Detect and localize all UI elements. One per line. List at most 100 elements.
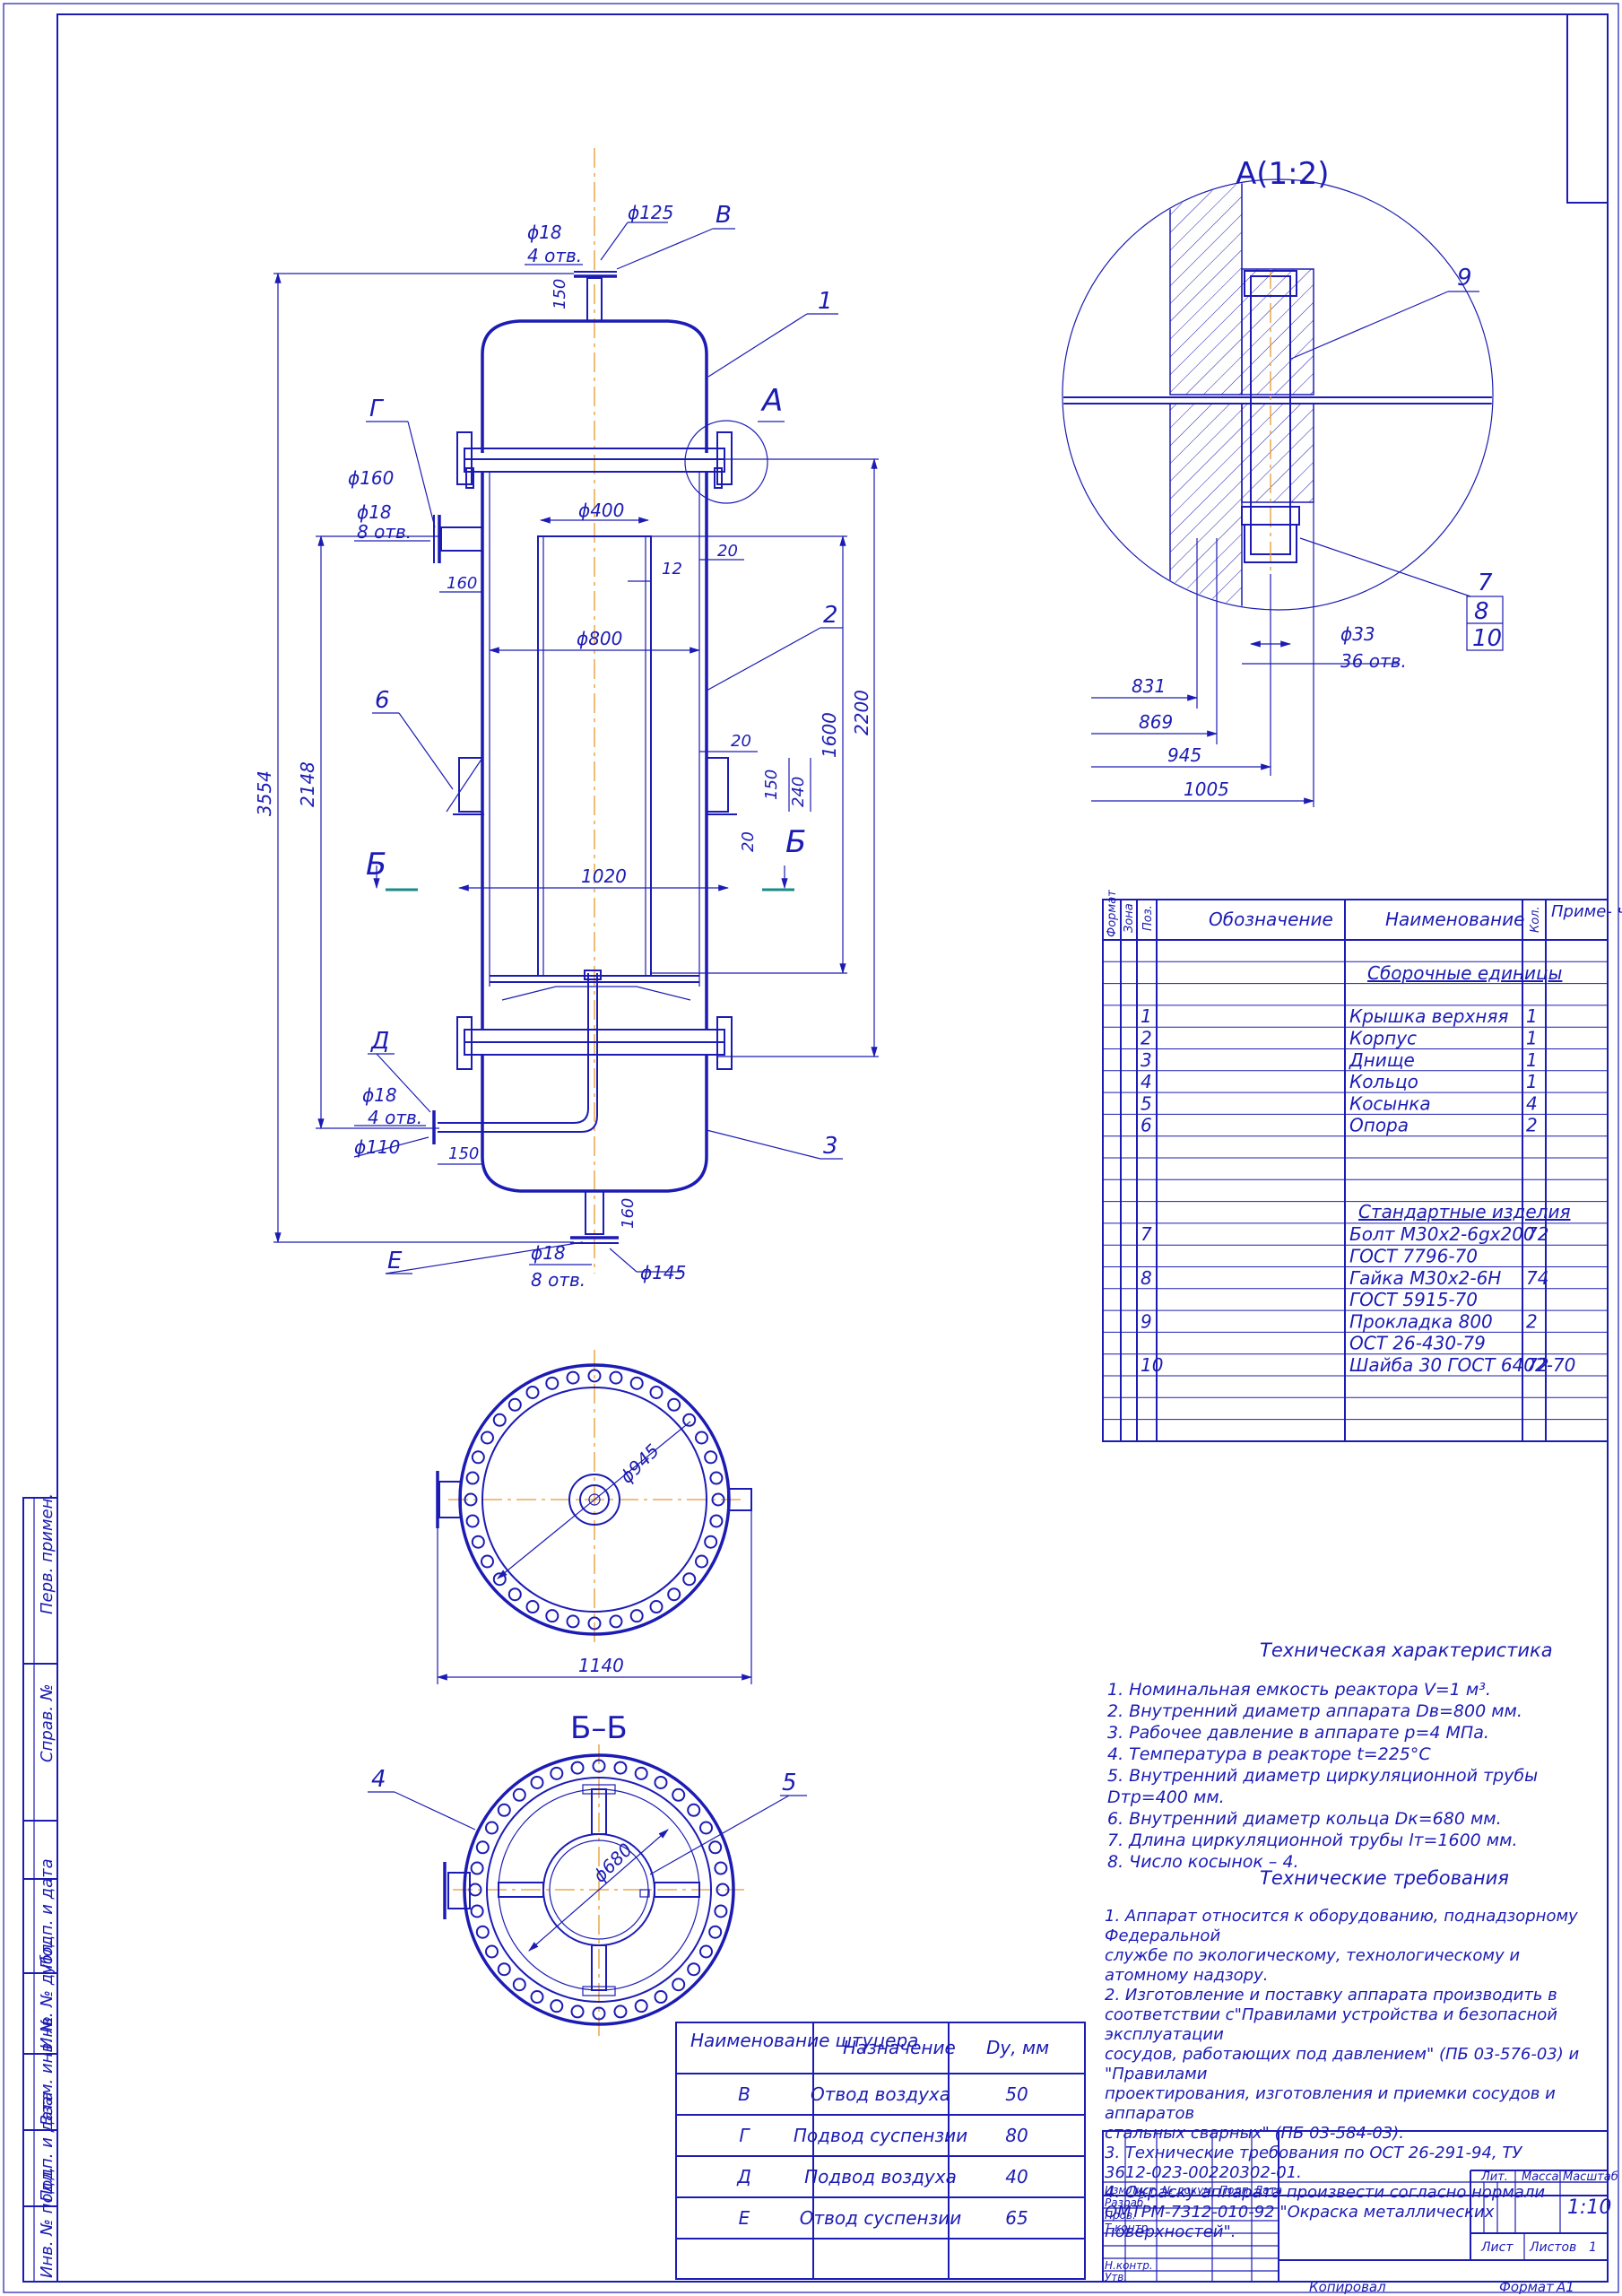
tech-req-line: 2. Изготовление и поставку аппарата прои… xyxy=(1105,1986,1557,2005)
nozzle-table: Наименование штуцера Назначение Dу, мм В… xyxy=(675,2022,1086,2280)
detail-d33: ϕ33 xyxy=(1340,623,1375,645)
dim-holes-left: 8 отв. xyxy=(357,521,412,543)
dim-d125: ϕ125 xyxy=(628,202,673,223)
tb-utv: Утв. xyxy=(1105,2271,1127,2283)
tech-char-line: 8. Число косынок – 4. xyxy=(1107,1852,1299,1872)
dim-150: 150 xyxy=(448,1144,479,1163)
bolt-hole xyxy=(545,1609,559,1623)
bolt-hole xyxy=(566,1370,580,1385)
bolt-hole xyxy=(613,2005,628,2019)
bolt-hole xyxy=(609,1370,623,1385)
bolt-hole xyxy=(714,1904,728,1918)
section-title: Б–Б xyxy=(570,1710,628,1746)
dim-3554: 3554 xyxy=(254,770,275,816)
dim-20a: 20 xyxy=(717,542,738,561)
tech-char-line: 7. Длина циркуляционной трубы lт=1600 мм… xyxy=(1107,1831,1518,1850)
bolt-hole xyxy=(709,1471,724,1485)
tech-req-line: сосудов, работающих под давлением" (ПБ 0… xyxy=(1105,2045,1580,2083)
plan-w1140: 1140 xyxy=(578,1655,624,1676)
pos-3: 3 xyxy=(823,1133,838,1160)
bolt-hole xyxy=(592,2006,606,2021)
nozzle-dn: 50 xyxy=(1005,2083,1028,2105)
dim-1020: 1020 xyxy=(581,865,627,887)
detail-title: А(1:2) xyxy=(1236,156,1330,192)
section-pos-4: 4 xyxy=(371,1766,386,1793)
bolt-hole xyxy=(507,1397,522,1412)
bolt-hole xyxy=(654,1990,668,2005)
tech-req-line: 3. Технические требования по ОСТ 26-291-… xyxy=(1105,2144,1522,2162)
bolt-hole xyxy=(525,1600,540,1614)
tb-podp: Подп. xyxy=(1219,2184,1252,2196)
bolt-hole xyxy=(699,1821,714,1835)
detail-a: А(1:2) 9 7 8 10 ϕ33 36 отв. 831 xyxy=(1062,156,1504,807)
side-stamp: Перв. примен. Справ. № Подп. и дата Инв.… xyxy=(22,1493,58,2283)
bolt-hole xyxy=(470,1904,484,1918)
detail-r831: 831 xyxy=(1132,675,1166,697)
dim-240: 240 xyxy=(789,777,808,807)
tech-char-line: 2. Внутренний диаметр аппарата Dв=800 мм… xyxy=(1107,1701,1522,1721)
tb-format-val: A1 xyxy=(1556,2279,1574,2295)
parts-pos: 6 xyxy=(1141,1115,1152,1136)
parts-pos: 8 xyxy=(1141,1267,1152,1289)
bolt-hole xyxy=(497,1803,511,1817)
pos-1: 1 xyxy=(818,288,833,315)
stamp-podp1: Подп. и дата xyxy=(38,1858,56,1969)
stamp-perv: Перв. примен. xyxy=(38,1493,56,1614)
parts-name: Опора xyxy=(1349,1115,1409,1136)
parts-pos: 3 xyxy=(1141,1049,1152,1071)
nozzle-purpose: Отвод воздуха xyxy=(811,2083,950,2105)
tb-prov: Пров. xyxy=(1105,2209,1136,2222)
nz-h-purpose: Назначение xyxy=(843,2037,956,2058)
parts-qty: 72 xyxy=(1526,1354,1548,1376)
label-D: Д xyxy=(370,1028,389,1055)
detail-holes: 36 отв. xyxy=(1340,650,1407,672)
tb-ndoc: № докум. xyxy=(1161,2184,1215,2196)
parts-qty: 1 xyxy=(1526,1071,1538,1092)
bolt-hole xyxy=(566,1614,580,1629)
parts-qty: 1 xyxy=(1526,1005,1538,1027)
dim-d18-low: ϕ18 xyxy=(362,1084,397,1106)
tech-req-line: проектирования, изготовления и приемки с… xyxy=(1105,2084,1556,2123)
nozzle-name: В xyxy=(738,2083,750,2105)
tb-izm: Изм xyxy=(1105,2184,1126,2196)
dim-150-lug: 150 xyxy=(762,770,781,800)
label-A: А xyxy=(760,383,783,419)
tb-scale: 1:10 xyxy=(1567,2196,1611,2219)
tech-char-line: 4. Температура в реакторе t=225°C xyxy=(1107,1744,1431,1764)
parts-pos: 10 xyxy=(1141,1354,1163,1376)
nozzle-dn: 80 xyxy=(1005,2125,1028,2146)
parts-qty: 2 xyxy=(1526,1310,1538,1332)
bolt-hole xyxy=(699,1944,714,1959)
bolt-hole xyxy=(714,1861,728,1875)
parts-list: Формат Зона Поз. Обозначение Наименовани… xyxy=(1102,890,1622,1442)
pl-h-designation: Обозначение xyxy=(1209,909,1333,930)
main-view: 3554 2148 2200 1600 ϕ400 ϕ800 1020 12 20… xyxy=(254,148,879,1291)
tech-char-line: 1. Номинальная емкость реактора V=1 м³. xyxy=(1107,1680,1491,1700)
parts-name: Крышка верхняя xyxy=(1349,1005,1508,1027)
nozzle-purpose: Подвод суспензии xyxy=(794,2125,967,2146)
bolt-hole xyxy=(672,1787,686,1802)
bolt-hole xyxy=(492,1413,507,1427)
parts-name: Днище xyxy=(1349,1049,1415,1071)
pl-section-welded: Сборочные единицы xyxy=(1367,962,1562,984)
parts-qty: 2 xyxy=(1526,1115,1538,1136)
dim-2148: 2148 xyxy=(297,761,318,807)
bolt-hole xyxy=(587,1369,602,1383)
tech-req-line: 3612-023-00220302-01. xyxy=(1105,2163,1302,2182)
tech-req-list: 1. Аппарат относится к оборудованию, под… xyxy=(1105,1907,1607,2242)
tb-tkontr: Т.контр. xyxy=(1105,2222,1151,2234)
detail-pos-7: 7 xyxy=(1478,570,1493,596)
parts-pos: 7 xyxy=(1141,1223,1152,1245)
bolt-hole xyxy=(492,1572,507,1587)
label-G: Г xyxy=(369,396,385,422)
bolt-hole xyxy=(609,1614,623,1629)
tb-massa: Масса xyxy=(1522,2170,1558,2184)
bolt-hole xyxy=(649,1385,664,1399)
detail-pos-8: 8 xyxy=(1474,598,1489,625)
dim-d110: ϕ110 xyxy=(354,1136,400,1158)
parts-pos: 2 xyxy=(1141,1028,1152,1049)
parts-pos: 9 xyxy=(1141,1310,1152,1332)
dim-holes-low: 4 отв. xyxy=(368,1107,422,1128)
bolt-hole xyxy=(471,1450,485,1465)
dim-holes-bot: 8 отв. xyxy=(531,1269,585,1291)
